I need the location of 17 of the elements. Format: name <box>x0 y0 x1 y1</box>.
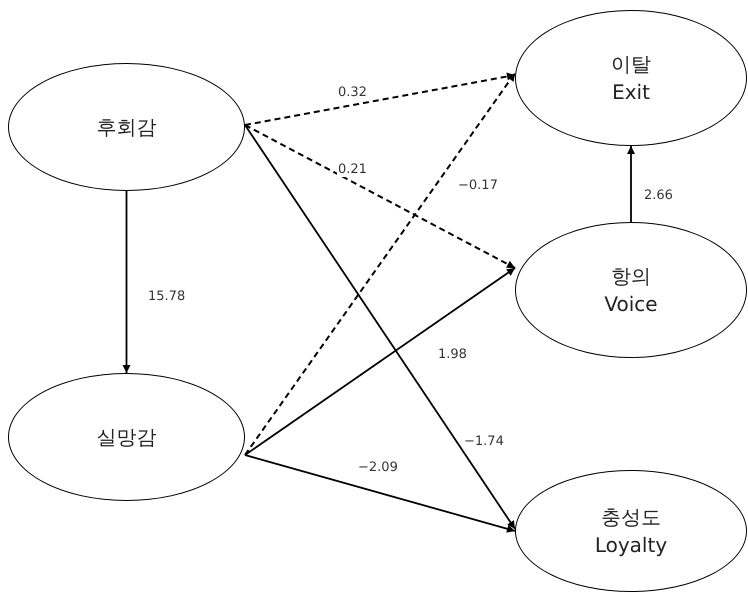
node-label: 충성도 <box>601 504 661 531</box>
node-label: Loyalty <box>594 532 668 559</box>
node-label: 후회감 <box>96 114 156 141</box>
arrow <box>244 124 516 269</box>
arrow <box>244 454 516 533</box>
arrow <box>244 267 516 456</box>
arrow <box>122 191 130 373</box>
node-label: Exit <box>612 79 650 106</box>
node-label: Voice <box>604 291 658 318</box>
arrow <box>244 124 516 530</box>
node-label: 이탈 <box>611 51 651 78</box>
node-label: 실망감 <box>96 424 156 451</box>
arrow <box>244 72 516 456</box>
arrow <box>627 146 635 222</box>
arrow <box>244 72 516 126</box>
edge-label: 0.21 <box>337 162 368 177</box>
node-label: 항의 <box>611 263 651 290</box>
